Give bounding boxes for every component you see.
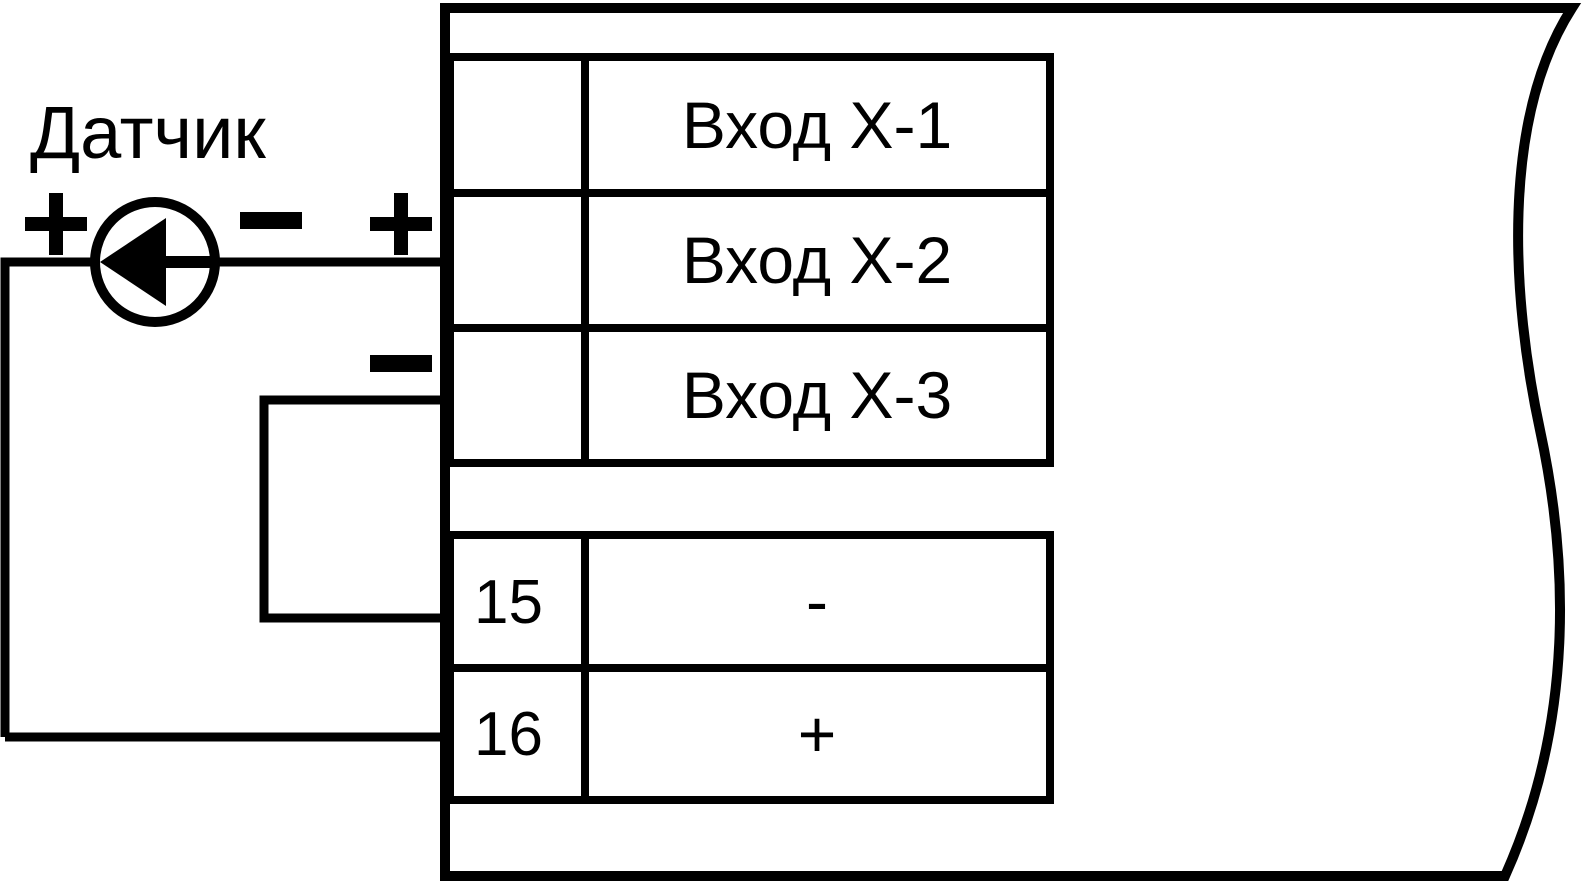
terminal-input-plus-sign [370, 193, 432, 255]
input-row-3-number-cell [446, 324, 589, 467]
current-source-symbol [90, 197, 220, 327]
sensor-right-minus-sign [240, 212, 302, 229]
input-terminal-table: Вход X-1 Вход X-2 Вход X-3 [446, 53, 1054, 467]
device-outline-group [440, 2, 1582, 881]
current-source-arrow-stem [160, 256, 212, 268]
sensor-title-label: Датчик [30, 91, 266, 174]
power-row-1-number: 15 [474, 568, 543, 637]
power-row-2-label-cell [581, 664, 1054, 804]
input-row-3-label: Вход X-3 [682, 358, 952, 432]
current-source-arrow-icon [100, 218, 166, 306]
input-row-2-number-cell [446, 189, 589, 332]
wire-source-left-down [0, 257, 95, 737]
polarity-signs-group [25, 193, 432, 372]
jumper-x3-to-terminal-15 [259, 395, 447, 623]
power-terminal-table: 15 - 16 + [446, 531, 1054, 804]
input-row-3-label-cell [581, 324, 1054, 467]
power-row-2-number: 16 [474, 700, 543, 769]
terminal-input-minus-sign [370, 355, 432, 372]
sensor-left-plus-sign [25, 193, 87, 255]
power-row-1-label: - [806, 564, 828, 638]
power-row-2-label: + [798, 697, 837, 771]
sensor-wiring-group [0, 257, 447, 742]
input-row-1-label: Вход X-1 [682, 88, 952, 162]
input-row-1-number-cell [446, 53, 589, 197]
device-outline [440, 2, 1582, 881]
input-row-2-label: Вход X-2 [682, 223, 952, 297]
